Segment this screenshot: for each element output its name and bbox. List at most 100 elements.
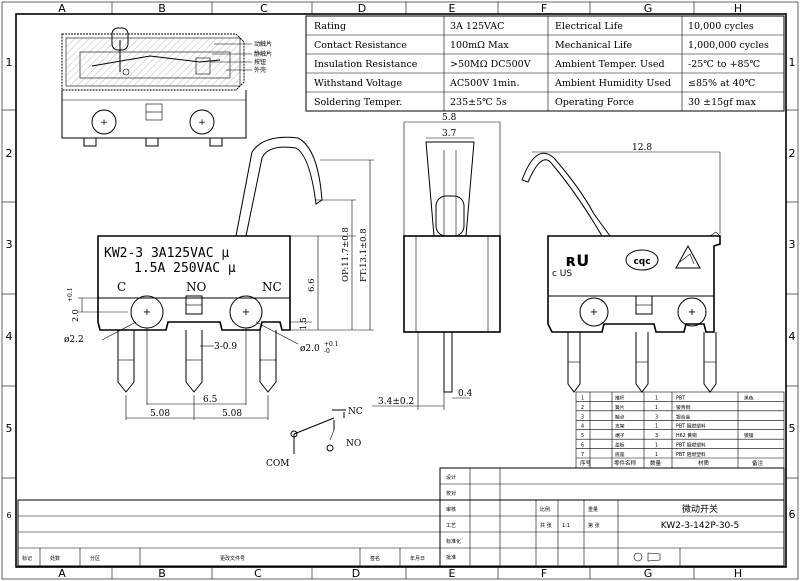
revision-col: 标记 xyxy=(22,555,32,562)
dim-body-height: 6.6 xyxy=(307,278,317,292)
dim-hole-dia-2: ø2.0 xyxy=(300,344,320,354)
svg-text:+: + xyxy=(590,307,598,318)
bom-cell-mat: 银合金 xyxy=(676,413,691,420)
row-label: 2 xyxy=(789,147,796,160)
dim-pitch-a: 5.08 xyxy=(150,409,170,419)
spec-value: 10,000 cycles xyxy=(688,21,754,32)
callout-label: 外壳 xyxy=(254,66,266,74)
callout-label: 动触片 xyxy=(254,40,272,48)
spec-key: Withstand Voltage xyxy=(314,78,402,89)
dim-hole-tol-2: -0 xyxy=(324,348,330,355)
revision-col: 更改文件号 xyxy=(220,555,245,562)
row-label: 5 xyxy=(6,422,13,435)
spec-table: Rating 3A 125VAC Electrical Life 10,000 … xyxy=(305,15,785,112)
title-cell: 标准化 xyxy=(446,538,461,545)
svg-text:+: + xyxy=(198,118,206,128)
dim-length: 12.8 xyxy=(632,143,652,153)
column-ticks xyxy=(111,2,695,579)
dim-span: 6.5 xyxy=(203,395,218,405)
row-label: 6 xyxy=(789,508,796,521)
col-label: G xyxy=(644,567,653,580)
bom-cell-part: 簧片 xyxy=(615,404,625,411)
title-cell: 重量 xyxy=(588,506,598,513)
title-cell: 校对 xyxy=(446,490,456,497)
spec-key: Ambient Humidity Used xyxy=(554,78,671,89)
row-label: 5 xyxy=(789,422,796,435)
triangle-mark-icon xyxy=(675,244,701,269)
ul-mark-icon: ʀU xyxy=(566,251,589,270)
bom-header: 数量 xyxy=(650,459,662,467)
callout-label: 按钮 xyxy=(254,58,266,66)
front-view: + + KW2-3 3A125VAC μ 1.5A 250VAC μ C NO … xyxy=(64,136,374,420)
svg-text:+: + xyxy=(143,307,151,318)
spec-value: 1,000,000 cycles xyxy=(688,40,769,51)
bom-cell-qty: 1 xyxy=(655,443,658,449)
grid-numbers-right: 1 2 3 4 5 6 xyxy=(789,56,796,521)
col-label: H xyxy=(734,2,742,15)
scale-value: 1:1 xyxy=(562,523,570,529)
spec-key: Insulation Resistance xyxy=(314,59,418,70)
row-ticks xyxy=(2,109,798,479)
bom-cell-part: 底座 xyxy=(615,451,625,458)
col-label: D xyxy=(352,567,360,580)
col-label: B xyxy=(158,2,166,15)
schematic-label-nc: NC xyxy=(348,407,363,417)
spec-key: Operating Force xyxy=(555,97,634,108)
row-label: 1 xyxy=(6,56,13,69)
schematic-label-com: COM xyxy=(266,459,289,469)
col-label: H xyxy=(734,567,742,580)
bom-header: 备注 xyxy=(752,459,764,467)
bom-cell-qty: 1 xyxy=(655,452,658,458)
bom-header: 材质 xyxy=(698,459,710,467)
dim-op-height: OP:11.7±0.8 xyxy=(341,227,351,282)
section-view: 动触片 静触片 按钮 外壳 + + xyxy=(61,27,272,147)
dim-hole-tol: +0.1 xyxy=(324,341,339,348)
dim-pin-width: 3-0.9 xyxy=(214,342,237,352)
row-label: 3 xyxy=(789,238,796,251)
bom-cell-part: 支架 xyxy=(615,423,625,430)
terminal-label: NC xyxy=(262,280,282,294)
row-label: 6 xyxy=(6,511,11,520)
spec-key: Ambient Temper. Used xyxy=(554,59,665,70)
dim-pin-thickness: 0.4 xyxy=(458,389,473,399)
col-label: C xyxy=(260,2,268,15)
bom-cell-no: 1 xyxy=(581,395,584,401)
dim-hole-pos-tol: +0.1 xyxy=(67,287,74,302)
spec-key: Electrical Life xyxy=(555,21,623,32)
dim-width-inner: 3.7 xyxy=(442,129,457,139)
bom-cell-no: 3 xyxy=(581,414,584,420)
spec-value: ≤85% at 40℃ xyxy=(688,78,756,89)
row-label: 4 xyxy=(789,330,796,343)
bom-cell-mat: PBT xyxy=(676,395,685,401)
spec-key: Mechanical Life xyxy=(555,40,633,51)
spec-key: Contact Resistance xyxy=(314,40,407,51)
bom-cell-qty: 1 xyxy=(655,395,658,401)
col-label: E xyxy=(449,567,456,580)
dim-ft-height: FT:13.1±0.8 xyxy=(359,228,369,282)
row-label: 1 xyxy=(789,56,796,69)
col-label: F xyxy=(541,2,547,15)
side-view: 5.8 3.7 3.4±0.2 0.4 xyxy=(372,113,501,410)
bom-cell-part: 触点 xyxy=(615,413,625,420)
row-label: 4 xyxy=(6,330,13,343)
model-line-2: 1.5A 250VAC μ xyxy=(134,261,236,276)
title-cell: 第 张 xyxy=(588,522,600,529)
spec-key: Rating xyxy=(314,21,346,32)
spec-value: 235±5℃ 5s xyxy=(450,97,507,108)
grid-letters-bottom: A B C D E F G H xyxy=(58,567,742,580)
col-label: B xyxy=(158,567,166,580)
bom-cell-mat: PBT 阻燃塑料 xyxy=(676,442,706,449)
bom-cell-mat: H62 黄铜 xyxy=(676,432,697,439)
col-label: A xyxy=(58,567,66,580)
bom-cell-note: 镀镍 xyxy=(744,432,754,439)
bom-cell-qty: 3 xyxy=(655,414,658,420)
spec-value: >50MΩ DC500V xyxy=(450,59,531,70)
back-view: + + ʀU c US cqc 12.8 xyxy=(521,143,721,393)
title-cell: 审核 xyxy=(446,506,456,513)
sheet-inner-border xyxy=(15,13,787,568)
bom-cell-qty: 1 xyxy=(655,405,658,411)
dim-pin-gap: 3.4±0.2 xyxy=(378,397,414,407)
